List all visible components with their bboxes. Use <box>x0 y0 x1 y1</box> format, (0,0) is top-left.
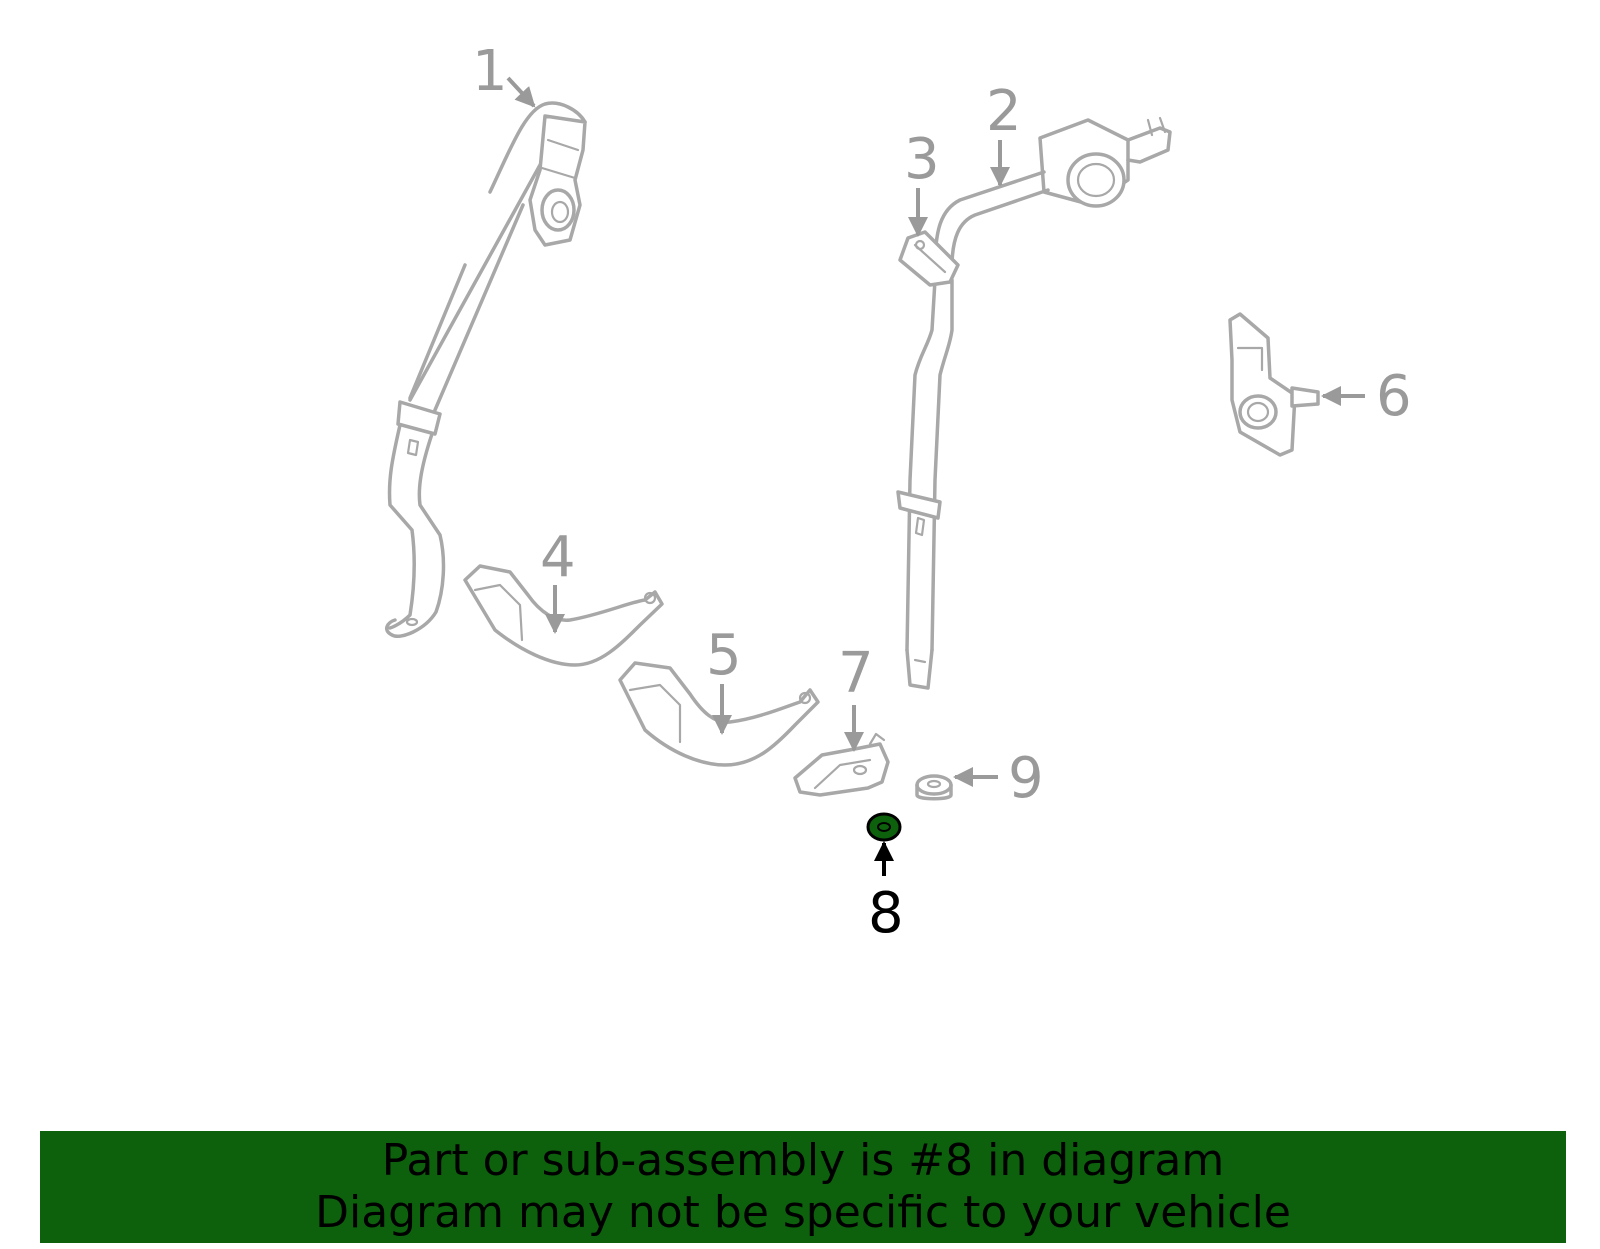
callout-8: 8 <box>868 881 904 946</box>
callout-4: 4 <box>540 525 576 590</box>
callout-6: 6 <box>1376 364 1412 429</box>
parts-diagram: 1 2 3 4 5 6 7 9 8 <box>384 39 1412 946</box>
part-1-seat-belt[interactable] <box>384 101 587 638</box>
info-banner: Part or sub-assembly is #8 in diagram Di… <box>40 1131 1566 1243</box>
callout-9: 9 <box>1008 746 1044 811</box>
part-2-retractor[interactable] <box>896 116 1172 690</box>
leader-1 <box>506 76 536 108</box>
callout-7: 7 <box>838 641 874 706</box>
callout-5: 5 <box>706 623 742 688</box>
banner-line-2: Diagram may not be specific to your vehi… <box>315 1187 1291 1238</box>
part-3-guide[interactable] <box>898 230 960 287</box>
callout-3: 3 <box>904 127 940 192</box>
part-9-spacer[interactable] <box>915 774 953 801</box>
part-7-bracket[interactable] <box>793 732 890 797</box>
banner-line-1: Part or sub-assembly is #8 in diagram <box>381 1135 1225 1186</box>
part-6-anchor[interactable] <box>1228 312 1320 457</box>
callout-1: 1 <box>472 39 508 104</box>
part-8-highlighted-nut[interactable] <box>866 812 902 842</box>
callout-2: 2 <box>986 79 1022 144</box>
